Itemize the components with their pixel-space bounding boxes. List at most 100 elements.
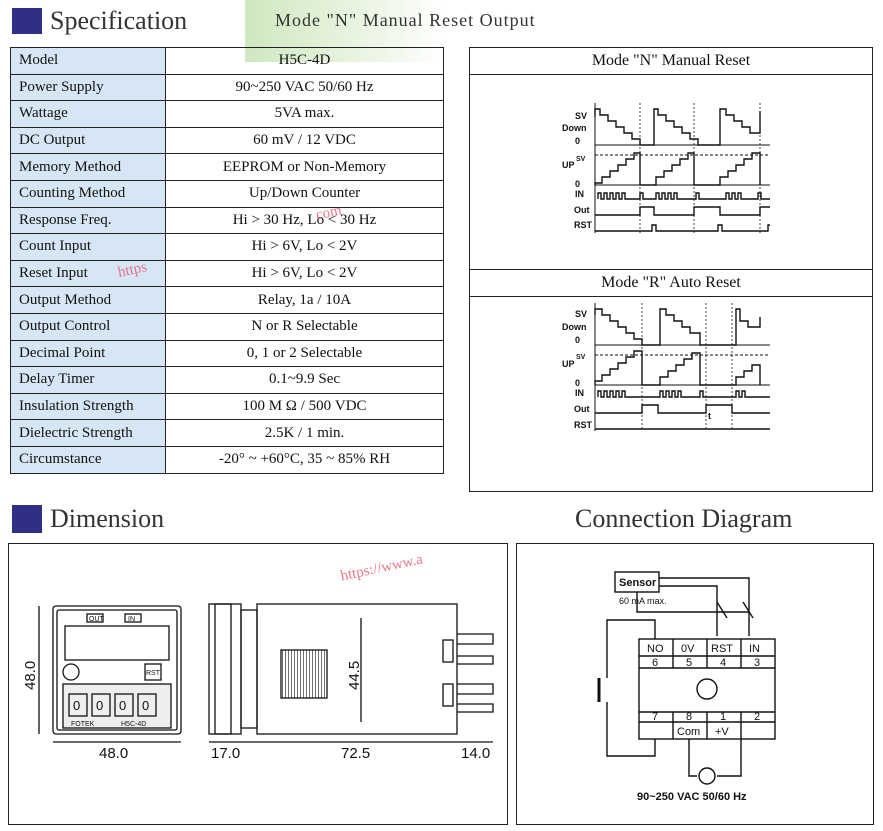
r-zero-label-2: 0 [575,378,580,388]
dim-depth1-label: 17.0 [211,745,240,762]
dimension-panel: 48.0 48.0 17.0 72.5 14.0 44.5 OUT IN RST… [8,543,508,825]
spec-value: -20° ~ +60°C, 35 ~ 85% RH [165,445,444,474]
heading-square-icon [12,505,42,533]
spec-value: 90~250 VAC 50/60 Hz [165,73,444,102]
specification-title: Specification [50,6,188,35]
term-com-label: Com [677,726,700,738]
rst-label: RST [574,220,593,230]
mode-r-panel: Mode "R" Auto Reset SV Down 0 UP SV 0 IN… [469,270,873,492]
r-out-label: Out [574,404,590,414]
r-sv-label-2: SV [576,354,586,361]
spec-key: Dielectric Strength [10,419,166,447]
spec-value: N or R Selectable [165,312,444,341]
mode-n-timing-chart: SV Down 0 UP SV 0 IN Out RST [562,103,770,233]
spec-value: 2.5K / 1 min. [165,419,444,447]
down-label: Down [562,123,587,133]
spec-row: Circumstance-20° ~ +60°C, 35 ~ 85% RH [10,445,444,474]
r-zero-label-1: 0 [575,335,580,345]
spec-key: Memory Method [10,153,166,181]
heading-square-icon [12,8,42,34]
up-label: UP [562,160,575,170]
mode-n-panel: Mode "N" Manual Reset SV Down 0 UP SV 0 … [469,47,873,270]
zero-label-1: 0 [575,136,580,146]
spec-value: Up/Down Counter [165,179,444,208]
spec-row: Response Freq.Hi > 30 Hz, Lo < 30 Hz [10,206,444,235]
t-label: t [708,411,711,421]
mode-r-title: Mode "R" Auto Reset [470,270,872,297]
sensor-note: 60 mA max. [619,596,667,606]
r-rst-label: RST [574,420,593,430]
spec-value: EEPROM or Non-Memory [165,153,444,181]
zero-label-2: 0 [575,179,580,189]
spec-value: 60 mV / 12 VDC [165,126,444,155]
spec-value: Hi > 30 Hz, Lo < 30 Hz [165,206,444,235]
dimension-drawing: 48.0 48.0 17.0 72.5 14.0 44.5 OUT IN RST… [22,603,494,762]
dimension-title: Dimension [50,504,165,533]
spec-key: Model [10,47,166,75]
term-8: 8 [686,711,692,723]
term-7: 7 [652,711,658,723]
spec-key: Insulation Strength [10,392,166,421]
spec-key: Output Method [10,286,166,314]
spec-value: Hi > 6V, Lo < 2V [165,259,444,288]
spec-key: DC Output [10,126,166,155]
dim-width-label: 48.0 [99,745,128,762]
out-label: Out [574,205,590,215]
term-3: 3 [754,657,760,669]
term-1: 1 [720,711,726,723]
digit-3: 0 [119,698,126,713]
term-4: 4 [720,657,726,669]
mode-r-timing-chart: SV Down 0 UP SV 0 IN Out RST t [562,303,770,431]
sv-label-2: SV [576,156,586,163]
term-v-label: +V [715,726,729,738]
header-right-text: Mode "N" Manual Reset Output [275,10,536,30]
dim-height-label: 48.0 [22,661,39,690]
spec-value: 0.1~9.9 Sec [165,366,444,394]
spec-key: Response Freq. [10,206,166,235]
digit-2: 0 [96,698,103,713]
mode-n-title: Mode "N" Manual Reset [470,48,872,75]
term-5: 5 [686,657,692,669]
spec-key: Power Supply [10,73,166,102]
sensor-label: Sensor [619,577,657,589]
specification-heading: Specification [12,6,187,36]
spec-key: Reset Input [10,259,166,288]
in-label: IN [575,189,584,199]
term-0v-label: 0V [681,643,695,655]
sv-label-1: SV [575,111,587,121]
supply-label: 90~250 VAC 50/60 Hz [637,791,747,803]
connection-diagram: Sensor 60 mA max. NO 0V RST IN 6 5 4 3 7… [597,571,776,803]
front-model-label: H5C-4D [121,721,146,728]
spec-key: Count Input [10,233,166,261]
spec-key: Delay Timer [10,366,166,394]
spec-value: 5VA max. [165,100,444,128]
front-in-label: IN [128,616,135,623]
term-2: 2 [754,711,760,723]
front-brand-label: FOTEK [71,721,95,728]
term-no-label: NO [647,643,664,655]
spec-key: Decimal Point [10,339,166,368]
term-rst-label: RST [711,643,733,655]
spec-key: Circumstance [10,445,166,474]
r-down-label: Down [562,322,587,332]
digit-4: 0 [142,698,149,713]
connection-panel: Sensor 60 mA max. NO 0V RST IN 6 5 4 3 7… [516,543,874,825]
r-sv-label-1: SV [575,309,587,319]
dimension-heading: Dimension [12,504,164,534]
spec-value: H5C-4D [165,47,444,75]
r-up-label: UP [562,359,575,369]
